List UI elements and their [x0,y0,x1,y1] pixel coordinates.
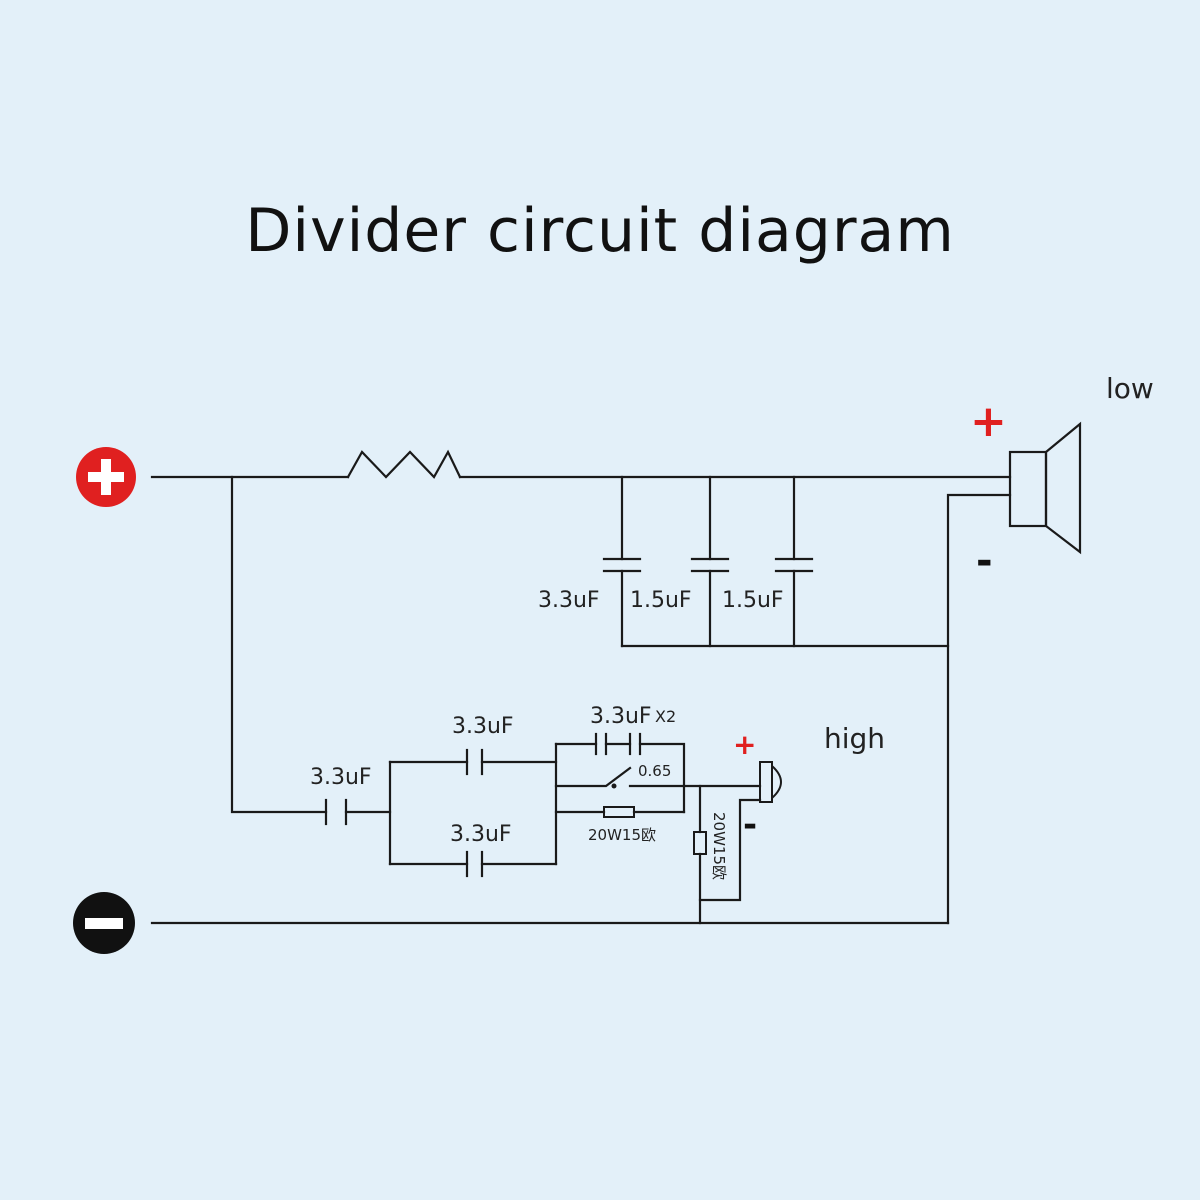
high-series-cap-label: 3.3uF [590,704,652,729]
low-capacitor-bank [602,475,950,648]
woofer-speaker-icon [1008,421,1082,555]
low-minus-sign: - [976,538,993,584]
shunt-resistor-label: 20W15欧 [710,812,728,880]
main-wiring [150,449,1012,925]
high-input-cap-label: 3.3uF [310,765,372,790]
low-cap-2-label: 1.5uF [630,588,692,613]
low-label: low [1106,372,1154,405]
series-resistor-label: 20W15欧 [588,826,656,844]
high-label: high [824,722,885,755]
plus-circle-icon [76,447,136,507]
switch-value-label: 0.65 [638,762,671,780]
high-upper-cap-label: 3.3uF [452,714,514,739]
high-series-cap-multiplier: X2 [655,707,676,726]
diagram-title: Divider circuit diagram [245,196,955,266]
high-lower-cap-label: 3.3uF [450,822,512,847]
high-pass-network [324,732,762,925]
low-cap-1-label: 3.3uF [538,588,600,613]
minus-circle-icon [73,892,135,954]
low-cap-3-label: 1.5uF [722,588,784,613]
low-plus-sign: + [970,396,1007,447]
high-plus-sign: + [733,728,756,761]
high-minus-sign: - [743,805,757,845]
tweeter-speaker-icon [759,761,782,803]
